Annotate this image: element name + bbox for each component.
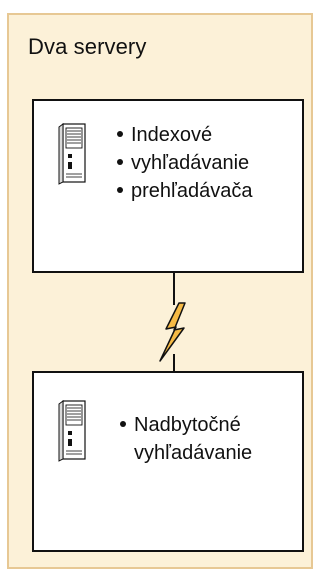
server-box-1: Indexové vyhľadávanie prehľadávača	[32, 99, 304, 273]
server-1-list: Indexové vyhľadávanie prehľadávača	[117, 121, 252, 205]
server-2-list: Nadbytočné vyhľadávanie	[120, 411, 252, 467]
server-box-2: Nadbytočné vyhľadávanie	[32, 371, 304, 552]
connector-line-top	[173, 273, 175, 303]
connector-line-bottom	[173, 354, 175, 371]
panel-title: Dva servery	[28, 34, 147, 59]
server-tower-icon	[58, 400, 86, 462]
list-item: vyhľadávanie	[117, 149, 252, 177]
list-item: Indexové	[117, 121, 252, 149]
list-item: prehľadávača	[117, 177, 252, 205]
list-item: Nadbytočné vyhľadávanie	[120, 411, 252, 467]
diagram-panel: Dva servery Indexové vyhľadávanie prehľa…	[7, 13, 313, 569]
server-tower-icon	[58, 123, 86, 185]
